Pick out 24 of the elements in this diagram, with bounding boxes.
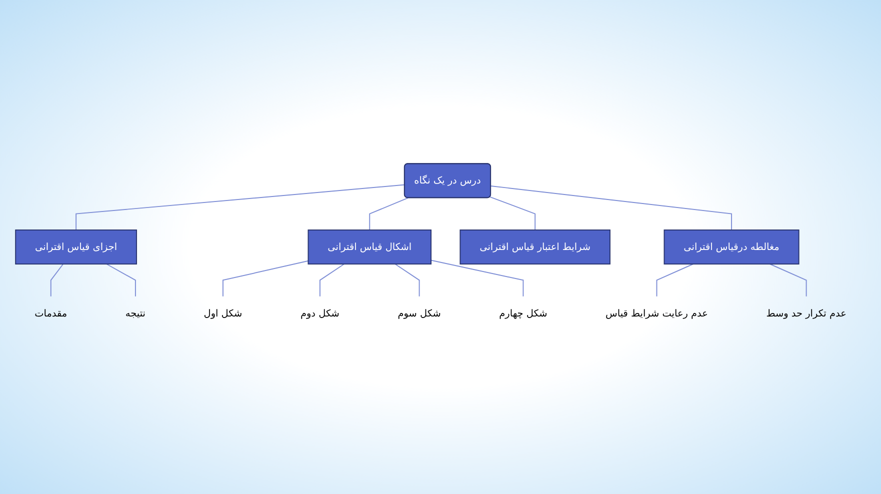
node-text: شکل اول: [204, 307, 242, 320]
connector: [394, 264, 420, 297]
connector: [490, 185, 732, 230]
connector: [319, 264, 345, 297]
node-text: نتیجه: [125, 307, 146, 320]
node-text: عدم تکرار حد وسط: [766, 307, 846, 320]
node-text: شکل چهارم: [499, 307, 548, 320]
connector: [369, 197, 408, 230]
connector: [50, 264, 64, 297]
connector: [76, 184, 406, 230]
connector: [769, 264, 807, 297]
connector: [490, 196, 536, 230]
connector: [656, 264, 694, 297]
node-text: شکل دوم: [300, 307, 340, 320]
connector: [222, 260, 309, 297]
connector: [430, 260, 524, 297]
node-box: اشکال قیاس اقترانی: [308, 230, 432, 264]
node-box: مغالطه درقیاس اقترانی: [664, 230, 800, 264]
node-text: شکل سوم: [398, 307, 441, 320]
node-box: شرایط اعتبار قیاس اقترانی: [460, 230, 610, 264]
node-text: مقدمات: [34, 307, 68, 320]
node-box: اجزای قیاس اقترانی: [15, 230, 137, 264]
connector: [106, 264, 136, 297]
node-text: عدم رعایت شرایط قیاس: [606, 307, 708, 320]
